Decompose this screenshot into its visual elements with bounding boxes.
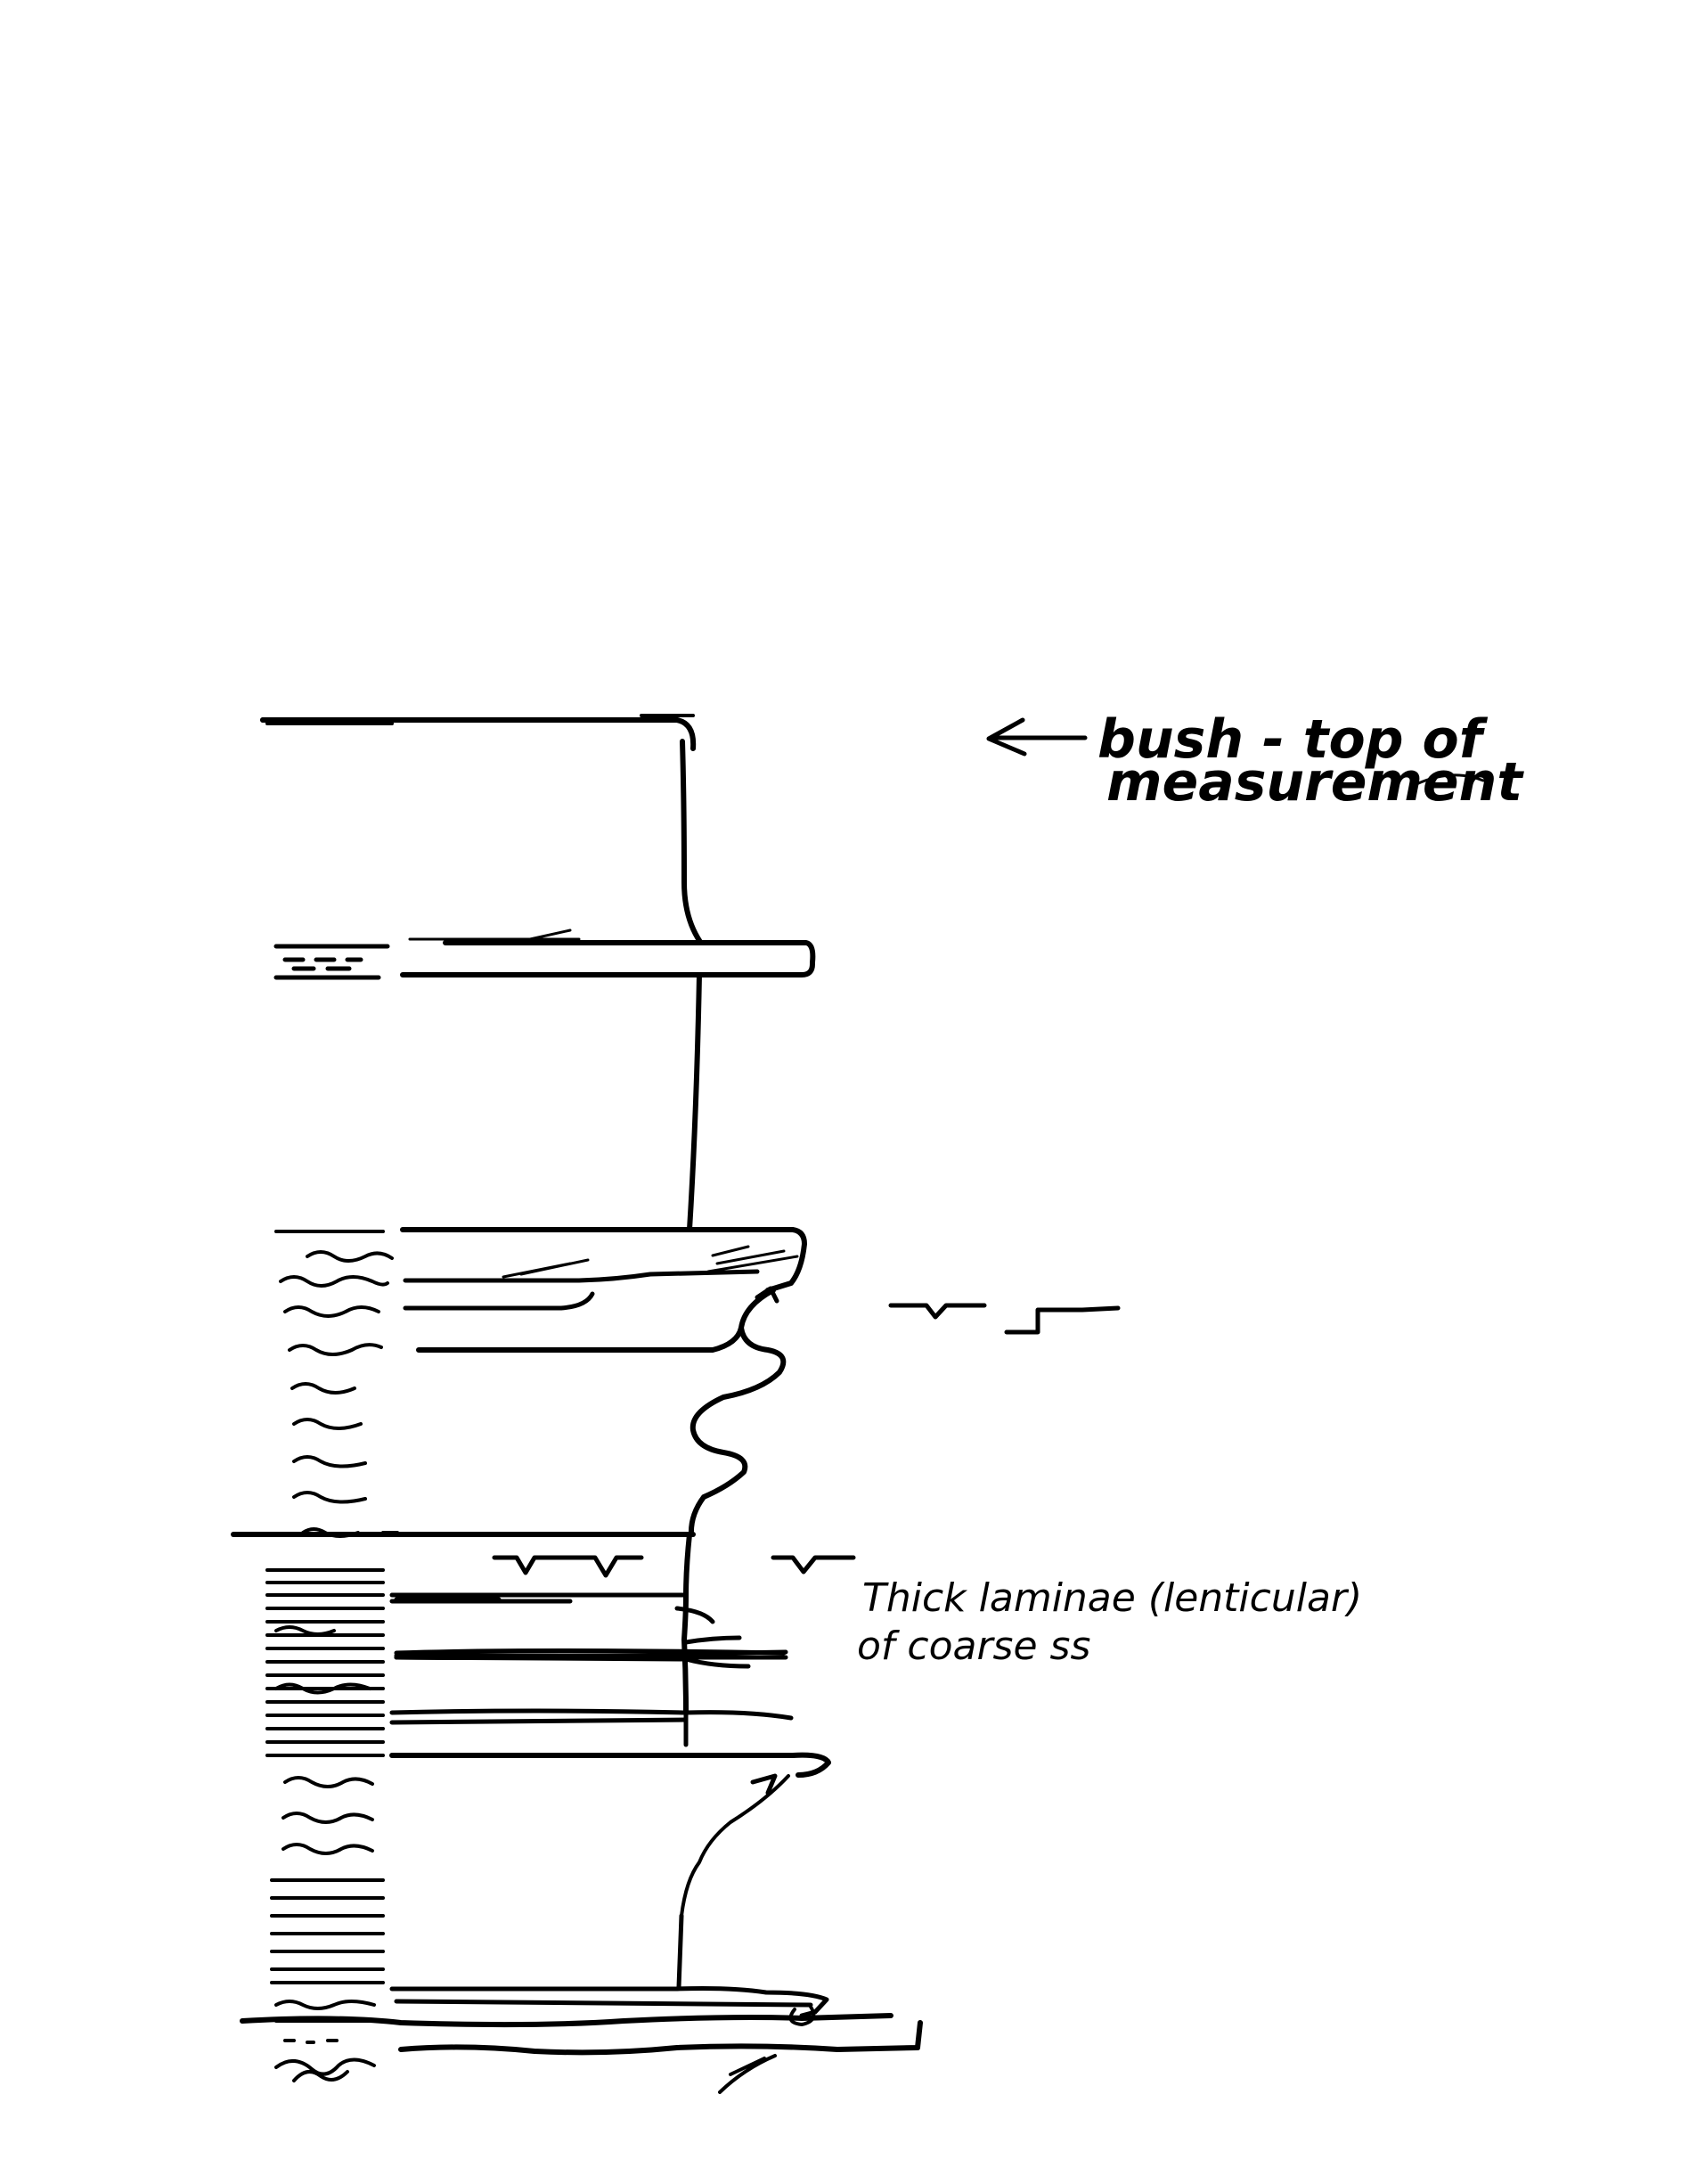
sandstone-symbol: [276, 946, 388, 977]
laminae-annotation: Thick laminae (lenticular) of coarse ss: [857, 1575, 1362, 1669]
sandstone-bed-2-lower: [405, 1294, 592, 1308]
basal-cross-lamination: [720, 2056, 775, 2092]
lenticular-lens-b: [392, 1711, 791, 1722]
left-arrow-icon: [989, 720, 1085, 754]
sandstone-bed-3: [392, 1755, 828, 1775]
column-profile: [233, 716, 920, 2092]
ripple-symbol-icon: [276, 1231, 397, 1536]
ripple-mudstone-symbols: [267, 1755, 383, 1983]
laminated-shale-wavy: [276, 1627, 370, 1693]
upper-profile-line: [682, 741, 700, 942]
basal-wavy-bed-base: [401, 2023, 920, 2052]
sandstone-bed-2-base: [405, 1272, 757, 1280]
laminae-profile-line: [684, 1534, 689, 1711]
annotation-top-line2: measurement: [1106, 751, 1524, 814]
ripple-mark-lower-2: [773, 1558, 853, 1572]
ripple-mark-lower-1: [494, 1558, 641, 1575]
annotation-laminae-line1: Thick laminae (lenticular): [862, 1575, 1362, 1621]
top-annotation: bush - top of measurement: [989, 708, 1524, 814]
basal-symbols: [276, 2001, 383, 2081]
sandstone-bed-1-top-sketch: [410, 930, 579, 939]
lower-profile-line: [679, 1916, 681, 1987]
wavy-profile-line: [419, 1290, 783, 1534]
cross-lamination-set-2: [681, 1776, 788, 1916]
lithology-symbol-column: [263, 720, 401, 2081]
sandstone-bed-4: [392, 1989, 827, 2016]
ripple-mark-upper: [891, 1305, 1118, 1332]
laminated-shale-hatch: [267, 1570, 383, 1742]
annotation-laminae-line2: of coarse ss: [857, 1624, 1090, 1669]
laminae-line-2: [396, 1638, 784, 1653]
middle-profile-line: [689, 975, 699, 1230]
sandstone-bed-1: [403, 943, 812, 975]
